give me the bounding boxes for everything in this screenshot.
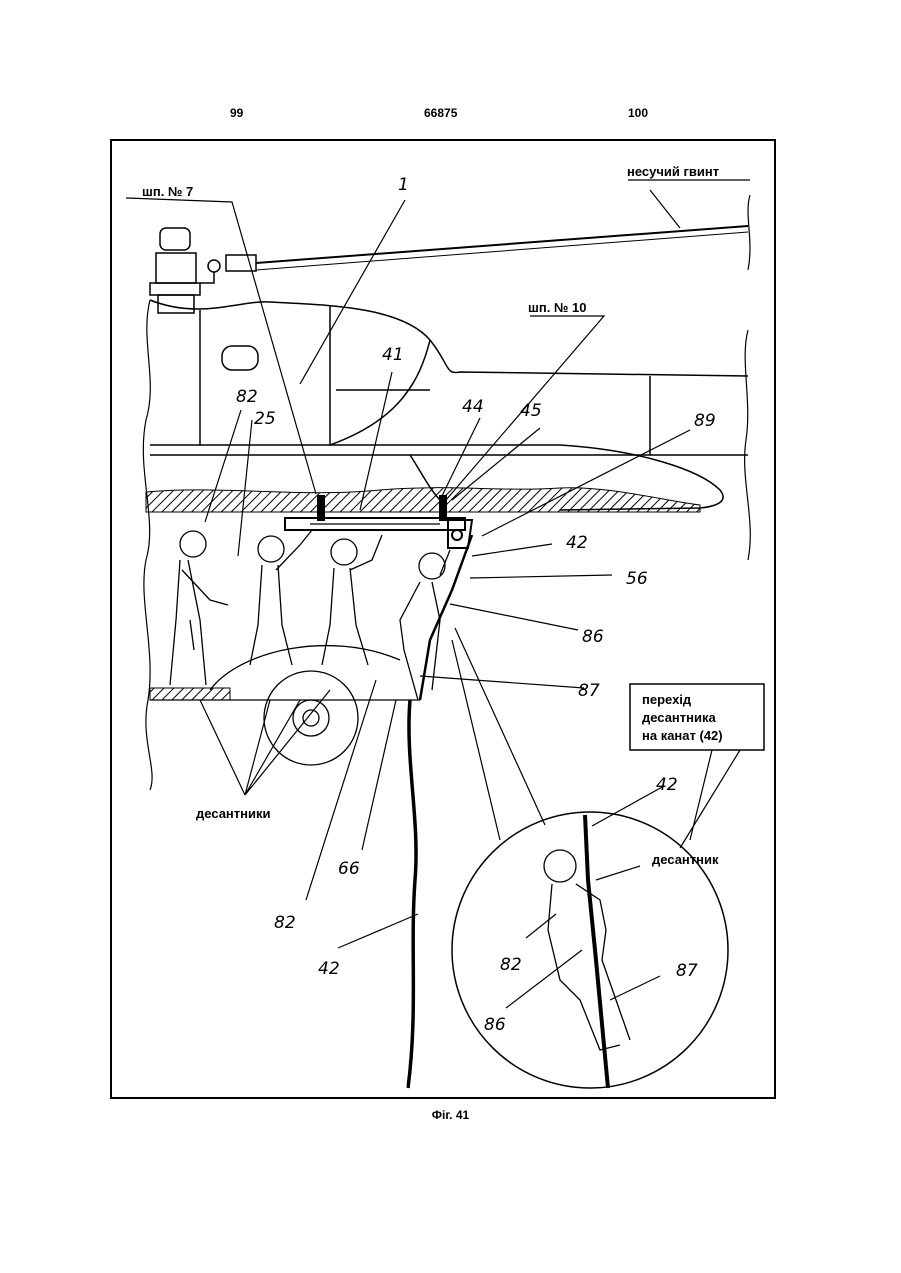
- label-frame-7: шп. № 7: [142, 184, 193, 199]
- ref-86-top: 86: [582, 627, 604, 647]
- lower-floor-hatch: [150, 688, 230, 700]
- figure-caption: Фіг. 41: [0, 1108, 901, 1122]
- ref-44: 44: [462, 397, 484, 417]
- leader-lines: [126, 180, 750, 1008]
- ref-25: 25: [254, 409, 276, 429]
- break-line-right: [745, 330, 751, 560]
- ref-56: 56: [626, 569, 648, 589]
- floor-hatch: [146, 488, 700, 512]
- ref-82-mid: 82: [274, 913, 296, 933]
- callout-line-2: десантника: [642, 710, 716, 725]
- ref-86-detail: 86: [484, 1015, 506, 1035]
- rope-42: [408, 700, 416, 1088]
- ref-66: 66: [338, 859, 360, 879]
- ref-82-top: 82: [236, 387, 258, 407]
- callout-line-1: перехід: [642, 692, 692, 707]
- ref-42-top: 42: [566, 533, 588, 553]
- ref-42-detail: 42: [656, 775, 678, 795]
- label-paratrooper: десантник: [652, 852, 719, 867]
- label-frame-10: шп. № 10: [528, 300, 586, 315]
- ref-45: 45: [520, 401, 542, 421]
- label-rotor: несучий гвинт: [627, 164, 719, 179]
- ref-87-top: 87: [578, 681, 600, 701]
- ref-42-bottom: 42: [318, 959, 340, 979]
- ref-82-detail: 82: [500, 955, 522, 975]
- ref-41: 41: [382, 345, 404, 365]
- ref-1: 1: [398, 175, 409, 195]
- detail-rope: [585, 815, 608, 1088]
- rotor-assembly: [150, 226, 748, 313]
- ref-89: 89: [694, 411, 716, 431]
- break-line-left: [143, 300, 152, 790]
- label-paratroopers: десантники: [196, 806, 271, 821]
- break-line-rotor: [748, 195, 750, 270]
- ref-87-detail: 87: [676, 961, 698, 981]
- callout-line-3: на канат (42): [642, 728, 723, 743]
- detail-lines: [452, 628, 545, 840]
